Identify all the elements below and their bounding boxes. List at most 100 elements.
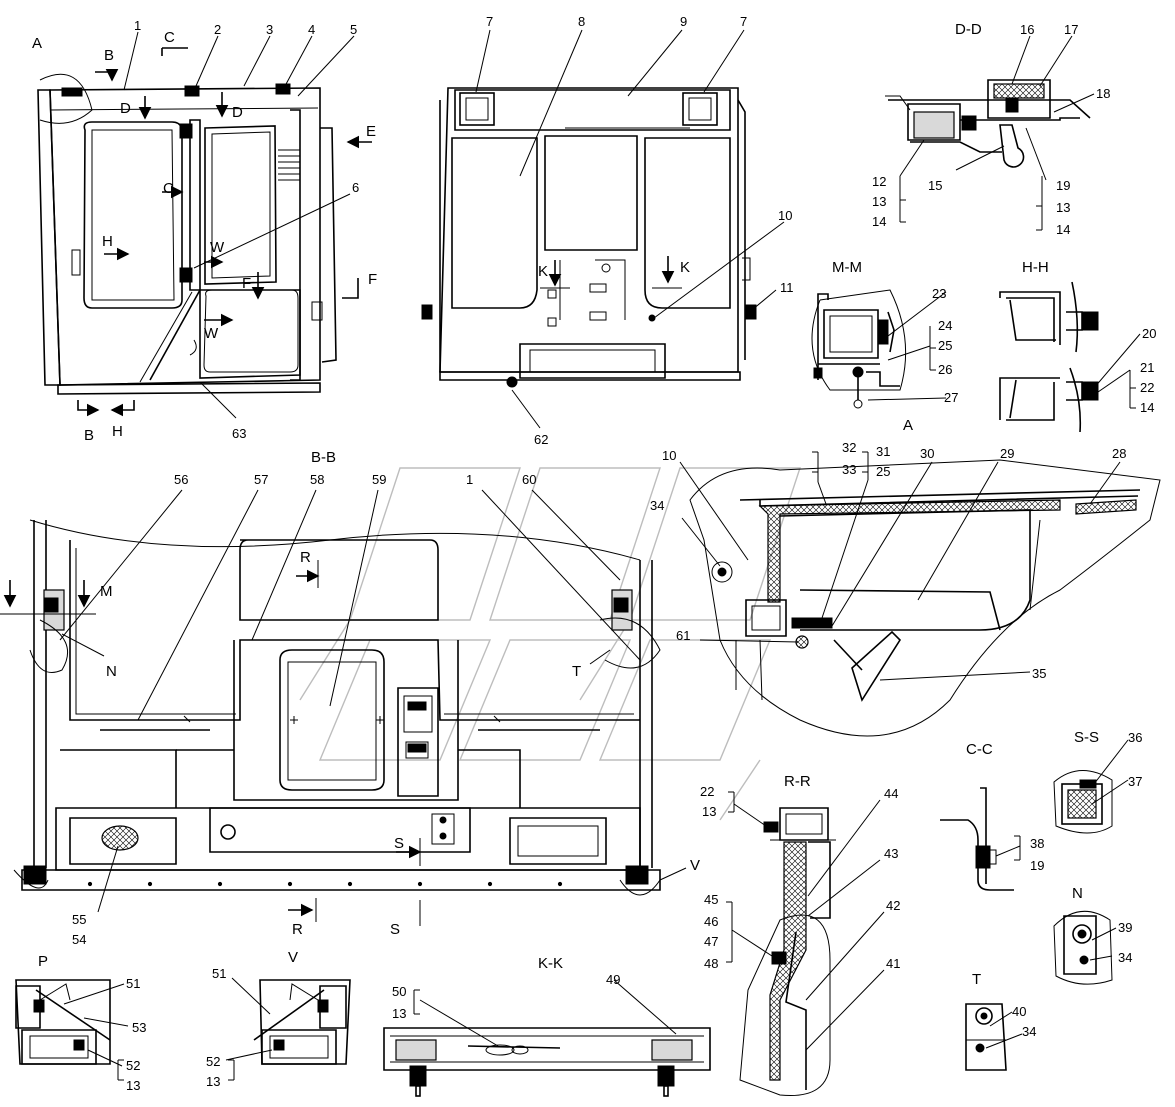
- callout-45: 45: [704, 892, 718, 907]
- callout-36: 36: [1128, 730, 1142, 745]
- callout-57: 57: [254, 472, 268, 487]
- callout-s1: S: [394, 835, 404, 852]
- title-mm: M-M: [832, 259, 862, 276]
- leaders-dd: [899, 35, 1095, 231]
- callout-39: 39: [1118, 920, 1132, 935]
- callout-b2: B: [84, 427, 94, 444]
- callout-13d: 13: [126, 1078, 140, 1093]
- title-hh: H-H: [1022, 259, 1049, 276]
- title-p: P: [38, 953, 48, 970]
- callout-33: 33: [842, 462, 856, 477]
- callout-44: 44: [884, 786, 898, 801]
- callout-27: 27: [944, 390, 958, 405]
- callout-18: 18: [1096, 86, 1110, 101]
- callout-34c: 34: [1022, 1024, 1036, 1039]
- side-view-cab: [37, 83, 337, 395]
- callout-58: 58: [310, 472, 324, 487]
- callout-26: 26: [938, 362, 952, 377]
- leaders-front: [475, 29, 785, 429]
- section-markers-front: [540, 256, 682, 289]
- callout-r1: R: [300, 549, 311, 566]
- callout-2: 2: [214, 22, 221, 37]
- title-rr: R-R: [784, 773, 811, 790]
- callout-17: 17: [1064, 22, 1078, 37]
- title-kk: K-K: [538, 955, 563, 972]
- callout-15: 15: [928, 178, 942, 193]
- title-ss: S-S: [1074, 729, 1099, 746]
- callout-34b: 34: [1118, 950, 1132, 965]
- callout-1b: 1: [466, 472, 473, 487]
- callout-13e: 13: [206, 1074, 220, 1089]
- callout-51a: 51: [126, 976, 140, 991]
- callout-32: 32: [842, 440, 856, 455]
- callout-14b: 14: [1056, 222, 1070, 237]
- front-view-cab: [421, 87, 757, 388]
- title-cc: C-C: [966, 741, 993, 758]
- callout-h1: H: [102, 233, 113, 250]
- callout-43: 43: [884, 846, 898, 861]
- callout-6: 6: [352, 180, 359, 195]
- callout-14c: 14: [1140, 400, 1154, 415]
- callout-5: 5: [350, 22, 357, 37]
- callout-37: 37: [1128, 774, 1142, 789]
- section-rr: [739, 807, 836, 1097]
- leaders-cc: [995, 835, 1021, 861]
- callout-t: T: [572, 663, 581, 680]
- callout-24: 24: [938, 318, 952, 333]
- title-v: V: [288, 949, 298, 966]
- callout-r2: R: [292, 921, 303, 938]
- section-ss: [1053, 770, 1113, 834]
- callout-42: 42: [886, 898, 900, 913]
- callout-47: 47: [704, 934, 718, 949]
- leaders-kk: [413, 979, 677, 1047]
- callout-52b: 52: [206, 1054, 220, 1069]
- callout-10b: 10: [662, 448, 676, 463]
- callout-51b: 51: [212, 966, 226, 981]
- callout-1: 1: [134, 18, 141, 33]
- callout-30: 30: [920, 446, 934, 461]
- callout-23: 23: [932, 286, 946, 301]
- callout-20: 20: [1142, 326, 1156, 341]
- leaders-detail-a: [679, 451, 1121, 681]
- title-n: N: [1072, 885, 1083, 902]
- leaders-side: [123, 31, 355, 419]
- callout-f1: F: [242, 275, 251, 292]
- title-dd: D-D: [955, 21, 982, 38]
- callout-22a: 22: [1140, 380, 1154, 395]
- callout-w2: W: [204, 325, 219, 342]
- callout-c1: C: [164, 29, 175, 46]
- section-hh: [999, 281, 1099, 433]
- callout-53: 53: [132, 1020, 146, 1035]
- leaders-bb: [59, 489, 687, 913]
- callout-c2: C: [163, 180, 174, 197]
- callout-61: 61: [676, 628, 690, 643]
- callout-29: 29: [1000, 446, 1014, 461]
- callout-31: 31: [876, 444, 890, 459]
- callout-56: 56: [174, 472, 188, 487]
- callout-19a: 19: [1056, 178, 1070, 193]
- callout-55: 55: [72, 912, 86, 927]
- callout-41: 41: [886, 956, 900, 971]
- callout-7b: 7: [740, 14, 747, 29]
- section-markers-bb: [0, 560, 422, 926]
- callout-19b: 19: [1030, 858, 1044, 873]
- callout-n: N: [106, 663, 117, 680]
- callout-13a: 13: [872, 194, 886, 209]
- callout-w1: W: [210, 239, 225, 256]
- detail-p: [15, 979, 111, 1065]
- callout-25a: 25: [938, 338, 952, 353]
- callout-38: 38: [1030, 836, 1044, 851]
- detail-circle-a: [39, 73, 93, 124]
- callout-34a: 34: [650, 498, 664, 513]
- callout-a1: A: [32, 35, 42, 52]
- callout-10a: 10: [778, 208, 792, 223]
- leaders-mm: [867, 291, 947, 401]
- view-bb-cab-rear: [13, 519, 661, 896]
- detail-a-roof-section: [689, 459, 1161, 737]
- callout-35: 35: [1032, 666, 1046, 681]
- callout-62: 62: [534, 432, 548, 447]
- callout-46: 46: [704, 914, 718, 929]
- section-cc: [940, 787, 1014, 891]
- callout-v: V: [690, 857, 700, 874]
